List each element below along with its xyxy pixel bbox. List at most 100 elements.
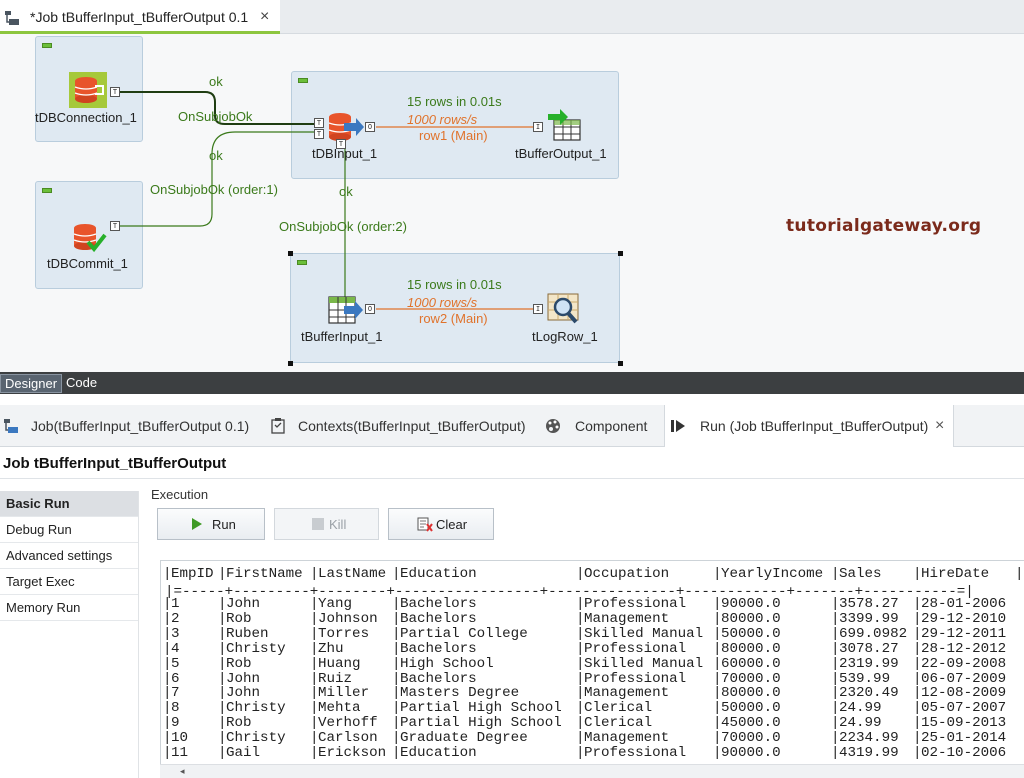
table-cell: 22-09-2008 <box>921 657 1006 672</box>
flow-name[interactable]: row1 (Main) <box>419 128 488 143</box>
link-label[interactable]: ok <box>209 148 223 163</box>
nav-advanced-settings[interactable]: Advanced settings <box>0 543 138 569</box>
clear-button[interactable]: Clear <box>388 508 494 540</box>
console-output[interactable]: |EmpID|FirstName|LastName|Education|Occu… <box>160 560 1024 778</box>
db-input-icon[interactable] <box>328 111 364 145</box>
close-icon[interactable]: × <box>260 8 269 26</box>
table-cell: Partial High School <box>400 716 562 731</box>
connection-lines <box>0 34 1024 372</box>
port-trigger[interactable]: T <box>110 87 120 97</box>
flow-rate: 1000 rows/s <box>407 295 477 310</box>
table-cell: 15-09-2013 <box>921 716 1006 731</box>
link-label[interactable]: ok <box>209 74 223 89</box>
tab-label: Run (Job tBufferInput_tBufferOutput) <box>700 405 928 447</box>
port-output[interactable]: O <box>365 304 375 314</box>
nav-target-exec[interactable]: Target Exec <box>0 569 138 595</box>
flow-rate: 1000 rows/s <box>407 112 477 127</box>
link-label[interactable]: OnSubjobOk (order:1) <box>150 182 278 197</box>
flow-name[interactable]: row2 (Main) <box>419 311 488 326</box>
tab-code[interactable]: Code <box>62 374 101 393</box>
table-cell: Miller <box>318 686 369 701</box>
table-cell: John <box>226 597 260 612</box>
table-cell: 5 <box>171 657 180 672</box>
table-cell: 50000.0 <box>721 627 781 642</box>
kill-button-label: Kill <box>329 517 346 532</box>
designer-code-tabs: Designer Code <box>0 372 1024 394</box>
horizontal-scrollbar[interactable]: ◂ <box>160 764 1024 778</box>
table-cell: 4 <box>171 642 180 657</box>
run-button[interactable]: Run <box>157 508 265 540</box>
tab-job[interactable]: Job(tBufferInput_tBufferOutput 0.1) <box>0 405 262 447</box>
table-cell: 29-12-2010 <box>921 612 1006 627</box>
table-cell: 45000.0 <box>721 716 781 731</box>
nav-debug-run[interactable]: Debug Run <box>0 517 138 543</box>
table-cell: Partial College <box>400 627 528 642</box>
table-cell: 2319.99 <box>839 657 899 672</box>
table-cell: 90000.0 <box>721 746 781 761</box>
tab-run[interactable]: Run (Job tBufferInput_tBufferOutput) × <box>664 405 954 447</box>
table-cell: Ruiz <box>318 672 352 687</box>
component-label[interactable]: tDBCommit_1 <box>47 256 128 271</box>
table-cell: 3078.27 <box>839 642 899 657</box>
close-icon[interactable]: × <box>935 405 944 447</box>
table-cell: 29-12-2011 <box>921 627 1006 642</box>
table-cell: Bachelors <box>400 597 477 612</box>
designer-canvas[interactable]: T T T T T O I O I tDBConnection_1 tDBCom… <box>0 34 1024 372</box>
table-cell: Erickson <box>318 746 386 761</box>
buffer-input-icon[interactable] <box>328 293 364 327</box>
table-cell: Torres <box>318 627 369 642</box>
table-cell: Johnson <box>318 612 378 627</box>
port-output[interactable]: O <box>365 122 375 132</box>
port-input[interactable]: I <box>533 122 543 132</box>
component-label[interactable]: tDBInput_1 <box>312 146 377 161</box>
table-cell: 12-08-2009 <box>921 686 1006 701</box>
editor-tab-job[interactable]: *Job tBufferInput_tBufferOutput 0.1 × <box>0 0 280 34</box>
tab-contexts[interactable]: Contexts(tBufferInput_tBufferOutput) <box>264 405 536 447</box>
table-cell: 28-01-2006 <box>921 597 1006 612</box>
kill-button[interactable]: Kill <box>274 508 379 540</box>
table-cell: Masters Degree <box>400 686 519 701</box>
component-label[interactable]: tLogRow_1 <box>532 329 598 344</box>
tab-component[interactable]: Component <box>538 405 662 447</box>
db-commit-icon[interactable] <box>71 222 107 254</box>
buffer-output-icon[interactable] <box>548 108 582 142</box>
table-cell: Management <box>584 686 669 701</box>
link-label[interactable]: OnSubjobOk <box>178 109 252 124</box>
log-row-icon[interactable] <box>546 292 582 328</box>
table-cell: Clerical <box>584 716 652 731</box>
column-header: Education <box>400 567 477 582</box>
palette-icon <box>545 418 561 434</box>
component-label[interactable]: tBufferOutput_1 <box>515 146 607 161</box>
port-input[interactable]: I <box>533 304 543 314</box>
nav-basic-run[interactable]: Basic Run <box>0 491 138 517</box>
port-trigger[interactable]: T <box>314 129 324 139</box>
tab-designer[interactable]: Designer <box>0 374 62 393</box>
table-cell: 2 <box>171 612 180 627</box>
job-icon <box>4 10 20 26</box>
db-connection-icon[interactable] <box>69 72 107 108</box>
table-cell: 10 <box>171 731 188 746</box>
table-cell: Skilled Manual <box>584 627 703 642</box>
table-cell: 70000.0 <box>721 672 781 687</box>
table-cell: 80000.0 <box>721 642 781 657</box>
port-trigger[interactable]: T <box>314 118 324 128</box>
editor-tab-title: *Job tBufferInput_tBufferOutput 0.1 <box>30 9 248 25</box>
table-cell: 539.99 <box>839 672 890 687</box>
component-label[interactable]: tDBConnection_1 <box>35 110 137 125</box>
table-cell: Education <box>400 746 477 761</box>
nav-memory-run[interactable]: Memory Run <box>0 595 138 621</box>
link-label[interactable]: OnSubjobOk (order:2) <box>279 219 407 234</box>
port-trigger[interactable]: T <box>110 221 120 231</box>
editor-tab-bar: *Job tBufferInput_tBufferOutput 0.1 × <box>0 0 1024 34</box>
scroll-left-icon[interactable]: ◂ <box>180 766 185 777</box>
component-label[interactable]: tBufferInput_1 <box>301 329 382 344</box>
run-button-label: Run <box>212 517 236 532</box>
table-cell: 7 <box>171 686 180 701</box>
table-cell: 8 <box>171 701 180 716</box>
link-label[interactable]: ok <box>339 184 353 199</box>
table-cell: Management <box>584 731 669 746</box>
table-cell: 28-12-2012 <box>921 642 1006 657</box>
table-cell: High School <box>400 657 494 672</box>
table-cell: Management <box>584 612 669 627</box>
table-cell: Ruben <box>226 627 269 642</box>
